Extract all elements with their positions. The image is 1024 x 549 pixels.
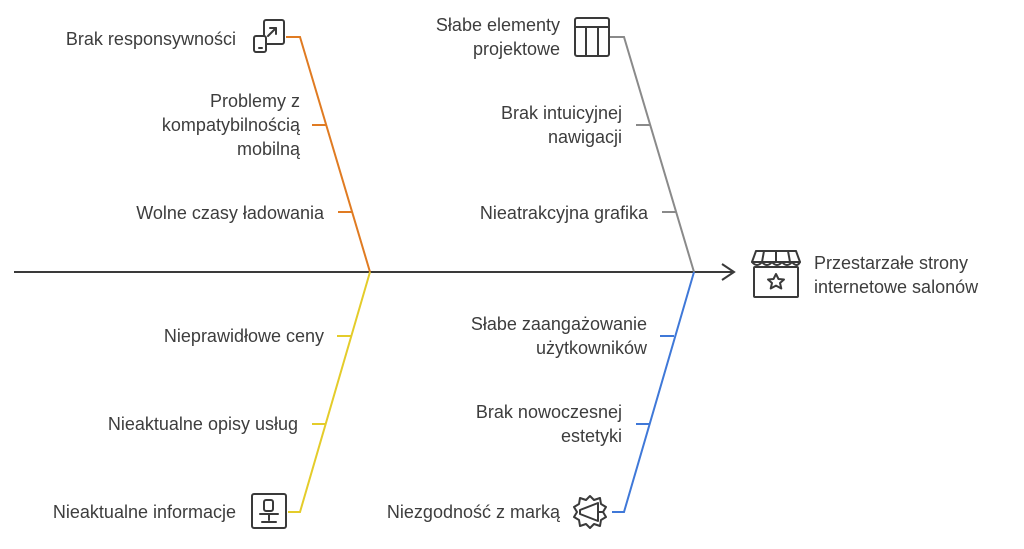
cause-label: Brak intuicyjnej [500,103,622,123]
cause-label: Nieaktualne opisy usług [107,414,298,434]
cause-label: projektowe [472,39,560,59]
effect-label-line2: internetowe salonów [814,277,979,297]
cause-nieaktualne-informacje: Nieaktualne informacje [53,500,236,524]
cause-nieaktualne-opisy-uslug: Nieaktualne opisy usług [108,412,298,436]
cause-label: Słabe elementy [435,15,560,35]
spine-arrowhead [721,263,736,281]
cause-brak-nowoczesnej-estetyki: Brak nowoczesnej estetyki [476,400,622,448]
cause-nieatrakcyjna-grafika: Nieatrakcyjna grafika [480,201,648,225]
storefront-star-icon [751,250,801,298]
bone-bottom-left [288,271,371,513]
cause-brak-intuicyjnej-nawigacji: Brak intuicyjnej nawigacji [501,101,622,149]
layout-grid-icon [574,17,610,57]
bone-top-right [610,36,695,273]
cause-label: Brak responsywności [65,29,236,49]
cause-label: estetyki [560,426,622,446]
cause-label: Nieaktualne informacje [52,502,236,522]
cause-problemy-kompatybilnosc: Problemy z kompatybilnością mobilną [162,89,300,161]
cause-label: Problemy z [209,91,300,111]
cause-label: Nieprawidłowe ceny [163,326,324,346]
responsive-resize-icon [253,19,285,53]
cause-label: Słabe zaangażowanie [470,314,647,334]
cause-label: mobilną [236,139,300,159]
cause-label: Brak nowoczesnej [475,402,622,422]
cause-label: Nieatrakcyjna grafika [479,203,648,223]
megaphone-badge-icon [573,495,607,529]
cause-brak-responsywnosci: Brak responsywności [66,27,236,51]
desk-chair-icon [251,493,287,529]
cause-label: nawigacji [547,127,622,147]
cause-slabe-zaangazowanie: Słabe zaangażowanie użytkowników [471,312,647,360]
bone-top-left [286,36,371,273]
cause-niezgodnosc-z-marka: Niezgodność z marką [387,500,560,524]
cause-slabe-elementy: Słabe elementy projektowe [436,13,560,61]
cause-label: Wolne czasy ładowania [136,203,324,223]
cause-nieprawidlowe-ceny: Nieprawidłowe ceny [164,324,324,348]
effect-label-line1: Przestarzałe strony [814,253,969,273]
cause-wolne-czasy-ladowania: Wolne czasy ładowania [136,201,324,225]
cause-label: Niezgodność z marką [386,502,560,522]
cause-label: kompatybilnością [161,115,300,135]
effect-label: Przestarzałe strony internetowe salonów [814,251,978,299]
cause-label: użytkowników [535,338,647,358]
bone-bottom-right [612,271,695,513]
